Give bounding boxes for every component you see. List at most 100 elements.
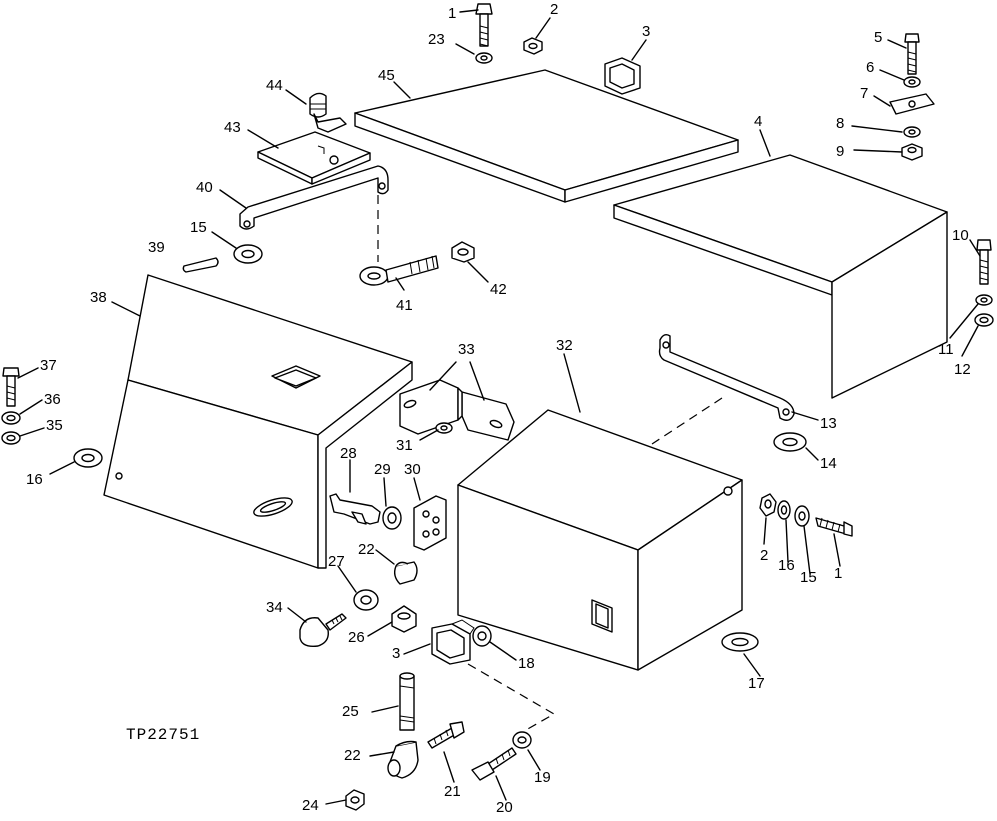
part-latch-44 xyxy=(309,92,347,133)
part-housing-panel-38 xyxy=(103,274,413,569)
part-bolt-37 xyxy=(2,367,20,407)
part-bolt-20 xyxy=(471,747,517,781)
part-washer-11 xyxy=(975,294,993,306)
callout-label: 18 xyxy=(518,655,535,672)
callout-label: 31 xyxy=(396,437,413,454)
part-washer-15-top xyxy=(233,244,263,264)
callout-label: 35 xyxy=(46,417,63,434)
part-stud-25 xyxy=(399,672,415,731)
part-side-cover-4 xyxy=(613,154,948,399)
part-washer-23 xyxy=(475,52,493,64)
part-bolt-21 xyxy=(427,721,465,749)
callout-label: 1 xyxy=(834,565,842,582)
part-pin-28 xyxy=(329,493,381,525)
part-strap-13 xyxy=(658,333,795,421)
callout-label: 15 xyxy=(800,569,817,586)
callout-label: 23 xyxy=(428,31,445,48)
part-nut-26 xyxy=(391,605,417,633)
callout-label: 44 xyxy=(266,77,283,94)
part-elbow-22-top xyxy=(393,561,418,585)
callout-label: 11 xyxy=(938,341,954,358)
part-strap-40 xyxy=(239,165,389,230)
part-washer-14 xyxy=(773,432,807,452)
part-bolt-5 xyxy=(904,33,920,75)
callout-label: 41 xyxy=(396,297,413,314)
part-brackets-33 xyxy=(399,379,515,441)
part-nut-2-top xyxy=(523,37,543,55)
part-nut-42 xyxy=(451,241,475,263)
callout-label: 36 xyxy=(44,391,61,408)
callout-label: 17 xyxy=(748,675,765,692)
callout-label: 43 xyxy=(224,119,241,136)
part-nut-12 xyxy=(974,313,994,327)
part-washer-16-right xyxy=(777,500,791,520)
figure-reference-code: TP22751 xyxy=(126,726,201,744)
callout-label: 34 xyxy=(266,599,283,616)
callout-label: 3 xyxy=(392,645,400,662)
callout-label: 22 xyxy=(344,747,361,764)
part-cotter-pin-39 xyxy=(182,257,219,273)
part-clip-3-bottom xyxy=(431,619,475,665)
callout-label: 15 xyxy=(190,219,207,236)
callout-label: 2 xyxy=(760,547,768,564)
callout-label: 25 xyxy=(342,703,359,720)
callout-label: 8 xyxy=(836,115,844,132)
callout-label: 4 xyxy=(754,113,762,130)
callout-label: 5 xyxy=(874,29,882,46)
part-washer-17 xyxy=(721,632,759,652)
callout-label: 38 xyxy=(90,289,107,306)
callout-label: 29 xyxy=(374,461,391,478)
part-washer-36 xyxy=(1,411,21,425)
callout-label: 16 xyxy=(778,557,795,574)
part-latch-plate-43 xyxy=(257,131,371,185)
part-cover-plate-45 xyxy=(354,69,739,203)
part-washer-8 xyxy=(903,126,921,138)
callout-label: 10 xyxy=(952,227,969,244)
part-washer-35 xyxy=(1,431,21,445)
callout-label: 45 xyxy=(378,67,395,84)
part-bolt-1-top xyxy=(475,3,493,47)
part-nut-2-right xyxy=(759,493,777,517)
part-washer-19 xyxy=(512,731,532,749)
part-knob-34 xyxy=(299,613,347,648)
callout-label: 22 xyxy=(358,541,375,558)
callout-label: 19 xyxy=(534,769,551,786)
part-washer-6 xyxy=(903,76,921,88)
part-washer-18 xyxy=(472,625,492,647)
callout-label: 24 xyxy=(302,797,319,814)
part-washer-15-right xyxy=(794,505,810,527)
part-washer-16-left xyxy=(73,448,103,468)
callout-label: 7 xyxy=(860,85,868,102)
callout-label: 20 xyxy=(496,799,513,816)
callout-label: 12 xyxy=(954,361,971,378)
part-bolt-1-right xyxy=(815,517,853,537)
part-bar-7 xyxy=(889,93,935,115)
part-washer-31 xyxy=(435,422,453,434)
callout-label: 28 xyxy=(340,445,357,462)
assembly-lines xyxy=(377,195,723,731)
callout-label: 30 xyxy=(404,461,421,478)
part-nut-9 xyxy=(901,143,923,161)
part-elbow-22-bottom xyxy=(387,740,419,779)
callout-label: 2 xyxy=(550,1,558,18)
callout-label: 14 xyxy=(820,455,837,472)
callout-label: 3 xyxy=(642,23,650,40)
part-bolt-41 xyxy=(359,255,439,286)
callout-label: 27 xyxy=(328,553,345,570)
callout-label: 1 xyxy=(448,5,456,22)
part-clip-3-top xyxy=(604,57,641,95)
part-nut-27 xyxy=(353,589,379,611)
callout-label: 21 xyxy=(444,783,461,800)
part-washer-29 xyxy=(382,506,402,530)
callout-label: 16 xyxy=(26,471,43,488)
part-battery-box-32 xyxy=(457,409,743,671)
callout-label: 39 xyxy=(148,239,165,256)
callout-label: 40 xyxy=(196,179,213,196)
callout-labels: 1 2 23 3 45 44 43 40 15 39 41 42 4 5 6 7… xyxy=(26,1,971,816)
callout-label: 9 xyxy=(836,143,844,160)
leader-lines xyxy=(17,9,981,805)
callout-label: 42 xyxy=(490,281,507,298)
callout-label: 6 xyxy=(866,59,874,76)
